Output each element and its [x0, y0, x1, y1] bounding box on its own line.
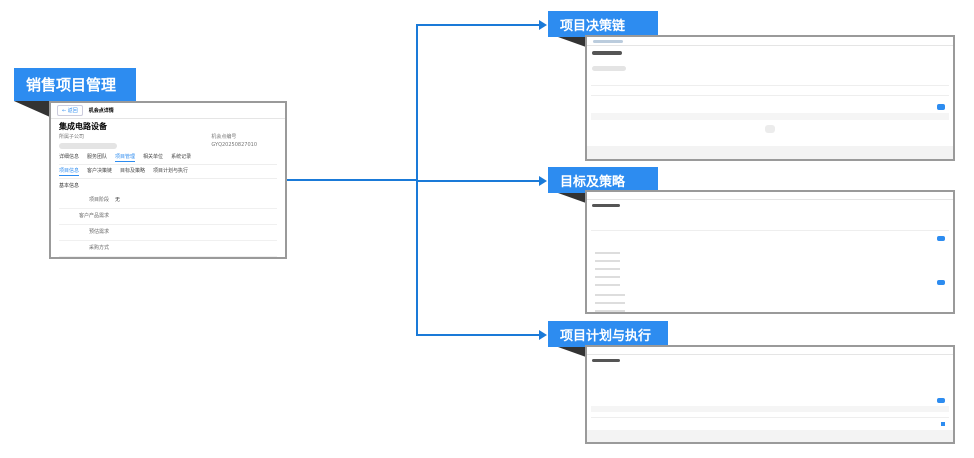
tab-project[interactable]: 项目管理: [115, 154, 136, 162]
branch-label-decision-chain: 项目决策链: [548, 11, 658, 37]
add-button[interactable]: [937, 104, 945, 110]
subtab-info[interactable]: 项目信息: [59, 168, 80, 176]
id-label: 机会点编号: [211, 134, 237, 140]
screenshot-strategy: [585, 190, 955, 314]
subtab-plan[interactable]: 项目计划与执行: [153, 168, 189, 174]
connector: [416, 24, 540, 26]
connector: [416, 334, 540, 336]
tab-records[interactable]: 系统记录: [171, 154, 192, 160]
main-label: 销售项目管理: [14, 68, 136, 101]
screenshot-plan: [585, 345, 955, 444]
connector: [416, 180, 540, 182]
subtab-decision-chain[interactable]: 客户决策链: [87, 168, 113, 174]
arrow-icon: [539, 330, 547, 340]
table-header: [591, 406, 949, 412]
add-button[interactable]: [937, 398, 945, 403]
table-header: [591, 113, 949, 120]
branch-label-strategy: 目标及策略: [548, 167, 658, 193]
tab-details[interactable]: 详细信息: [59, 154, 80, 160]
edit-button[interactable]: [937, 280, 945, 285]
back-button[interactable]: ← 返回: [57, 105, 83, 116]
section-title: 基本信息: [59, 183, 80, 189]
field-value: 无: [115, 197, 121, 203]
branch-label-plan: 项目计划与执行: [548, 321, 668, 347]
label-tail: [14, 101, 50, 117]
empty-icon: [765, 125, 775, 133]
screenshot-sales-project: ← 返回 机会点详情 集成电路设备 所属子公司 机会点编号 GYQ20250827…: [49, 101, 287, 259]
edit-button[interactable]: [937, 236, 945, 241]
sub-label: 所属子公司: [59, 134, 85, 140]
tab-team[interactable]: 服务团队: [87, 154, 108, 160]
field-label: 采购方式: [88, 245, 109, 251]
tab-units[interactable]: 相关单位: [143, 154, 164, 160]
field-label: 预估需求: [88, 229, 109, 235]
id-value: GYQ20250827010: [211, 142, 257, 148]
label-tail: [558, 193, 586, 203]
field-label: 项目阶段: [88, 197, 109, 203]
field-label: 客户产品需求: [78, 213, 109, 219]
arrow-icon: [539, 20, 547, 30]
label-tail: [558, 37, 586, 47]
connector: [287, 179, 418, 181]
arrow-icon: [539, 176, 547, 186]
pagination[interactable]: [941, 422, 945, 426]
page-title: 机会点详情: [88, 108, 114, 114]
company-name: 集成电路设备: [59, 122, 107, 131]
label-tail: [558, 347, 586, 357]
subtab-strategy[interactable]: 目标及策略: [120, 168, 146, 174]
screenshot-decision-chain: [585, 35, 955, 161]
